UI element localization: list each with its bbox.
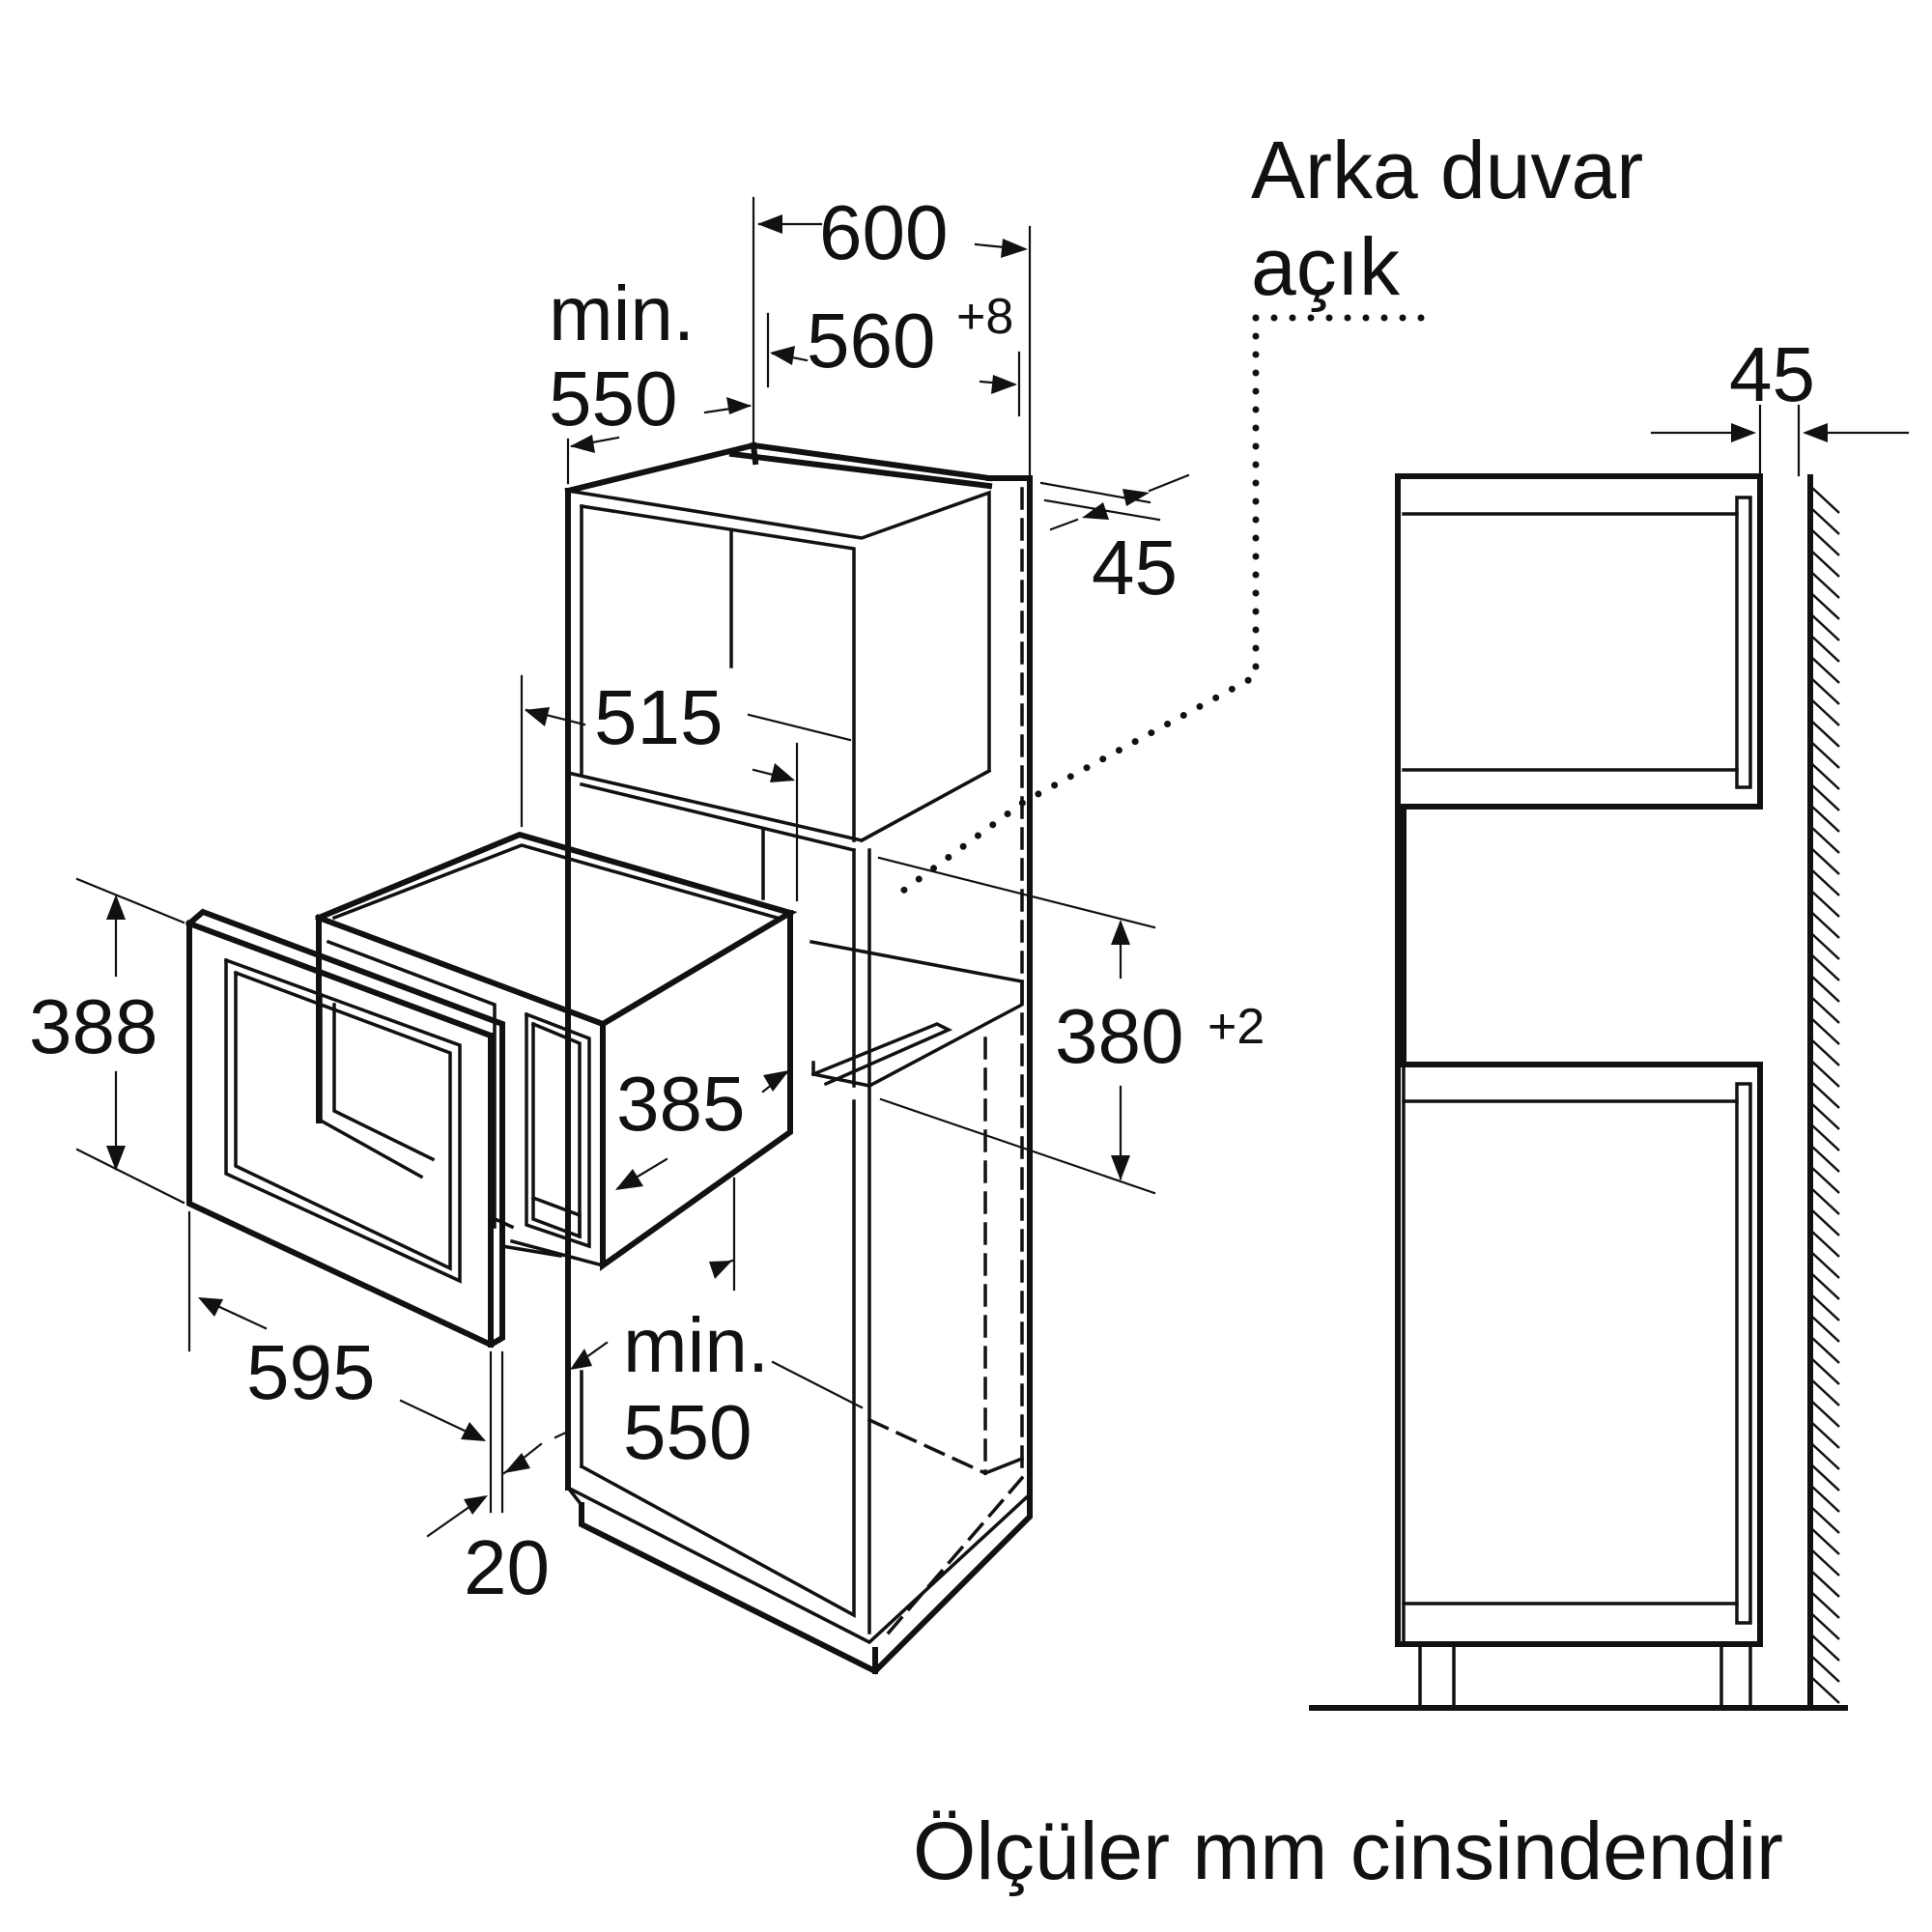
hatch-stroke	[1811, 529, 1840, 556]
hatch-stroke	[1811, 912, 1840, 939]
hatch-stroke	[1811, 1039, 1840, 1066]
hatch-stroke	[1811, 1358, 1840, 1385]
hatch-stroke	[1811, 763, 1840, 790]
hatch-stroke	[1811, 1209, 1840, 1236]
min-depth-top-line1: min.	[549, 270, 695, 356]
hatch-stroke	[1811, 1677, 1840, 1704]
rear-wall-label-line2: açık	[1251, 221, 1401, 312]
front-offset-label: 20	[464, 1524, 550, 1610]
hatch-stroke	[1811, 1507, 1840, 1534]
hatch-stroke	[1811, 1422, 1840, 1449]
hatch-stroke	[1811, 869, 1840, 896]
hatch-stroke	[1811, 1549, 1840, 1577]
hatch-stroke	[1811, 678, 1840, 705]
hatch-stroke	[1811, 699, 1840, 726]
cabinet-width-label: 600	[819, 189, 948, 275]
hatch-stroke	[1811, 1103, 1840, 1130]
units-note: Ölçüler mm cinsindendir	[913, 1805, 1783, 1896]
hatch-stroke	[1811, 891, 1840, 918]
hatch-stroke	[1811, 614, 1840, 641]
hatch-stroke	[1811, 1146, 1840, 1173]
wall-hatching	[1811, 487, 1840, 1704]
hatch-stroke	[1811, 508, 1840, 535]
hatch-stroke	[1811, 1486, 1840, 1513]
side-elevation	[1309, 473, 1848, 1711]
hatch-stroke	[1811, 1252, 1840, 1279]
hatch-stroke	[1811, 1379, 1840, 1406]
hatch-stroke	[1811, 1188, 1840, 1215]
hatch-stroke	[1811, 1337, 1840, 1364]
hatch-stroke	[1811, 1082, 1840, 1109]
min-depth-bottom-line1: min.	[623, 1302, 769, 1388]
hatch-stroke	[1811, 848, 1840, 875]
niche-width-label: 560	[807, 298, 935, 384]
min-depth-bottom-line2: 550	[623, 1389, 752, 1475]
hatch-stroke	[1811, 593, 1840, 620]
rear-gap-side-label: 45	[1092, 525, 1178, 611]
hatch-stroke	[1811, 572, 1840, 599]
appliance-height-front-label: 388	[29, 983, 157, 1069]
hatch-stroke	[1811, 1167, 1840, 1194]
hatch-stroke	[1811, 1124, 1840, 1151]
rear-gap-elevation-label: 45	[1729, 331, 1815, 417]
hatch-stroke	[1811, 1273, 1840, 1300]
hatch-stroke	[1811, 636, 1840, 663]
appliance-height-body-label: 385	[616, 1061, 745, 1147]
hatch-stroke	[1811, 1613, 1840, 1640]
hatch-stroke	[1811, 784, 1840, 811]
niche-height-label: 380	[1055, 993, 1183, 1079]
hatch-stroke	[1811, 1294, 1840, 1321]
appliance-depth-label: 515	[594, 674, 723, 760]
hatch-stroke	[1811, 806, 1840, 833]
niche-width-tolerance: +8	[956, 289, 1013, 345]
dimension-lines	[75, 196, 1910, 1538]
hatch-stroke	[1811, 1464, 1840, 1492]
tall-cabinet	[564, 441, 1033, 1675]
hatch-stroke	[1811, 954, 1840, 981]
hatch-stroke	[1811, 487, 1840, 514]
rear-wall-leader	[899, 314, 1443, 895]
hatch-stroke	[1811, 827, 1840, 854]
hatch-stroke	[1811, 1316, 1840, 1343]
hatch-stroke	[1811, 657, 1840, 684]
hatch-stroke	[1811, 1592, 1840, 1619]
hatch-stroke	[1811, 976, 1840, 1003]
hatch-stroke	[1811, 721, 1840, 748]
hatch-stroke	[1811, 1443, 1840, 1470]
hatch-stroke	[1811, 1528, 1840, 1555]
appliance-width-label: 595	[246, 1329, 375, 1415]
min-depth-top-line2: 550	[549, 355, 677, 441]
hatch-stroke	[1811, 997, 1840, 1024]
hatch-stroke	[1811, 1061, 1840, 1088]
rear-wall-label-line1: Arka duvar	[1251, 125, 1643, 215]
niche-height-tolerance: +2	[1208, 999, 1264, 1055]
hatch-stroke	[1811, 1231, 1840, 1258]
hatch-stroke	[1811, 1018, 1840, 1045]
hatch-stroke	[1811, 1634, 1840, 1662]
microwave-appliance	[315, 831, 798, 1271]
front-frame	[185, 908, 563, 1349]
hatch-stroke	[1811, 1401, 1840, 1428]
hatch-stroke	[1811, 1656, 1840, 1683]
hatch-stroke	[1811, 742, 1840, 769]
hatch-stroke	[1811, 1571, 1840, 1598]
hatch-stroke	[1811, 933, 1840, 960]
hatch-stroke	[1811, 551, 1840, 578]
dimension-labels: Arka duvar açık 600 560 +8 min. 550 45 5…	[29, 125, 1815, 1896]
